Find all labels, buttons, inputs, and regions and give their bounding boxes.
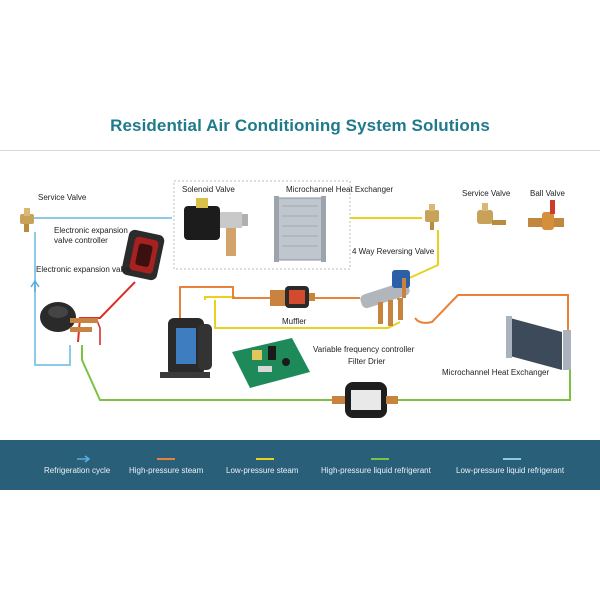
label-eev-controller-1: Electronic expansion [54, 226, 128, 235]
service-valve-left-icon [20, 208, 34, 232]
pipe-low-pressure-liquid-left [34, 232, 71, 366]
legend-line-icon [256, 458, 274, 460]
pipe-high-pressure-steam-left [179, 286, 270, 318]
legend-label: High-pressure liquid refrigerant [321, 466, 431, 475]
legend-line-icon [157, 458, 175, 460]
pipe-low-pressure-steam-4way [404, 230, 439, 281]
label-ball-valve: Ball Valve [530, 189, 565, 198]
legend-item-high-pressure-liquid: High-pressure liquid refrigerant [315, 440, 450, 490]
legend-item-low-pressure-steam: Low-pressure steam [220, 440, 315, 490]
legend-item-high-pressure-steam: High-pressure steam [120, 440, 220, 490]
pipe-low-pressure-steam-bottom [214, 300, 401, 329]
service-valve-right-icon [425, 203, 506, 230]
filter-drier-icon [332, 382, 398, 418]
label-eev-controller-2: valve controller [54, 236, 108, 245]
label-eev: Electronic expansion valve [36, 265, 131, 274]
pipe-low-pressure-liquid-top [26, 217, 172, 222]
legend-line-icon [371, 458, 389, 460]
pipe-high-pressure-liquid [81, 345, 340, 401]
signal-wire [77, 281, 136, 343]
legend-bar: Refrigeration cycle High-pressure steam … [0, 440, 600, 490]
eev-icon [40, 302, 98, 332]
label-service-valve-right: Service Valve [462, 189, 511, 198]
legend-label: Low-pressure liquid refrigerant [456, 466, 565, 475]
ball-valve-icon [528, 200, 564, 230]
legend-line-icon [503, 458, 521, 460]
label-service-valve-left: Service Valve [38, 193, 87, 202]
legend-label: High-pressure steam [129, 466, 204, 475]
legend-item-refrigeration-cycle: Refrigeration cycle [0, 440, 120, 490]
pipe-high-pressure-liquid-right [395, 365, 571, 401]
vfc-board-icon [232, 338, 310, 388]
microchannel-top-icon [274, 196, 326, 262]
legend-arrow-icon [77, 455, 91, 463]
label-vfc: Variable frequency controller [313, 345, 415, 354]
label-microchannel-top: Microchannel Heat Exchanger [286, 185, 394, 194]
system-diagram [20, 180, 571, 418]
title-divider [0, 150, 600, 151]
label-microchannel-right: Microchannel Heat Exchanger [442, 368, 550, 377]
microchannel-right-icon [506, 316, 571, 370]
compressor-icon [160, 318, 212, 378]
label-solenoid-valve: Solenoid Valve [182, 185, 235, 194]
label-muffler: Muffler [282, 317, 307, 326]
optional-components-box [173, 180, 351, 270]
page-title: Residential Air Conditioning System Solu… [110, 116, 490, 135]
label-filter-drier: Filter Drier [348, 357, 386, 366]
muffler-icon [270, 286, 315, 308]
pipe-low-pressure-steam-comp [204, 296, 235, 300]
label-four-way-valve: 4 Way Reversing Valve [352, 247, 435, 256]
pipe-high-pressure-steam-right [414, 294, 569, 335]
four-way-valve-icon [360, 270, 410, 326]
refrigeration-cycle-arrow [30, 279, 40, 292]
legend-label: Low-pressure steam [226, 466, 299, 475]
legend-label: Refrigeration cycle [44, 466, 111, 475]
legend-item-low-pressure-liquid: Low-pressure liquid refrigerant [450, 440, 600, 490]
solenoid-valve-icon [184, 198, 248, 256]
eev-controller-icon [121, 229, 165, 281]
